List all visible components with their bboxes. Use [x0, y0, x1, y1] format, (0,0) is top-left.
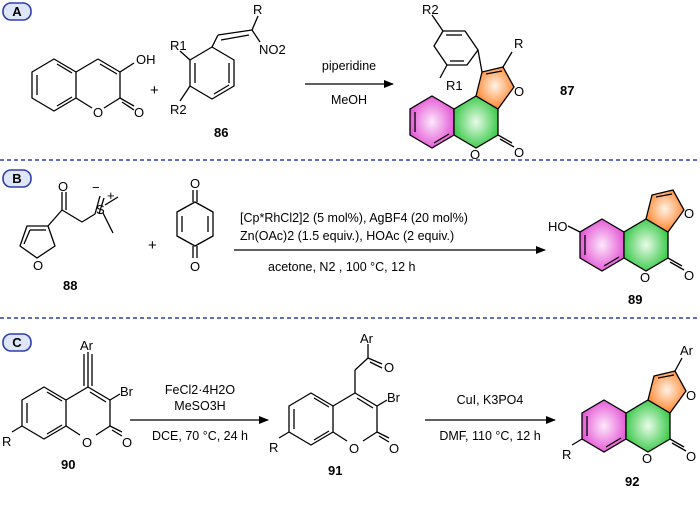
atom-o-ring: O [640, 270, 650, 285]
svg-text:B: B [12, 171, 21, 186]
nitrostyrene-structure: R R1 NO2 R2 86 [170, 2, 286, 140]
atom-o-ring: O [82, 435, 92, 450]
condition-b-2: Zn(OAc)2 (1.5 equiv.), HOAc (2 equiv.) [240, 229, 454, 243]
atom-o-carbonyl: O [122, 435, 132, 450]
svg-text:+: + [107, 188, 115, 203]
panel-badge-b: B [2, 169, 32, 188]
condition-b-3: acetone, N2 , 100 °C, 12 h [268, 260, 416, 274]
group-r: R [514, 36, 523, 51]
atom-o-furan: O [514, 84, 524, 99]
hydroxycoumarin-structure: OH O O [31, 52, 156, 120]
atom-o-bottom: O [190, 259, 200, 274]
svg-text:C: C [12, 335, 22, 350]
group-ar: Ar [680, 343, 694, 358]
section-a: A OH O O + [2, 2, 574, 162]
atom-o-furan: O [684, 206, 694, 221]
condition-a-1: piperidine [322, 59, 376, 73]
atom-o-carbonyl: O [389, 441, 399, 456]
atom-o-ring: O [93, 105, 103, 120]
group-r: R [2, 434, 11, 449]
atom-o-furan: O [33, 258, 43, 273]
group-r: R [562, 447, 571, 462]
plus-sign: + [150, 82, 159, 99]
atom-o-top: O [190, 176, 200, 191]
group-r1: R1 [170, 38, 187, 53]
atom-o-ketone: O [384, 360, 394, 375]
condition-c1-2: MeSO3H [174, 399, 225, 413]
atom-oh: OH [136, 52, 156, 67]
condition-a-2: MeOH [331, 93, 367, 107]
condition-c1-1: FeCl2·4H2O [165, 383, 235, 397]
alkyne-coumarin-90-structure: Ar Br R O O 90 [2, 338, 134, 472]
compound-89: 89 [628, 292, 642, 307]
group-ho: HO [548, 219, 568, 234]
group-no2: NO2 [259, 42, 286, 57]
atom-o-carbonyl: O [514, 145, 524, 160]
atom-br: Br [387, 390, 401, 405]
atom-o-furan: O [686, 388, 696, 403]
svg-text:−: − [92, 180, 100, 195]
panel-badge-c: C [2, 333, 32, 352]
atom-o-ring: O [470, 147, 480, 162]
plus-sign: + [148, 237, 157, 254]
section-b: B O O S + − 88 + [2, 169, 694, 307]
atom-o-ring: O [349, 441, 359, 456]
condition-c2-2: DMF, 110 °C, 12 h [439, 429, 540, 443]
condition-c2-1: CuI, K3PO4 [457, 393, 524, 407]
compound-91: 91 [328, 463, 342, 478]
svg-text:A: A [12, 4, 22, 19]
group-r2: R2 [170, 102, 187, 117]
section-c: C Ar Br R O O 90 [2, 331, 696, 489]
product-89-structure: HO O O O 89 [548, 189, 694, 307]
compound-92: 92 [625, 474, 639, 489]
group-r: R [269, 440, 278, 455]
product-92-structure: Ar O R O O 92 [562, 343, 696, 489]
group-r2: R2 [422, 2, 439, 17]
ketone-91-structure: Ar O Br R O O 91 [269, 331, 401, 478]
condition-c1-3: DCE, 70 °C, 24 h [152, 429, 248, 443]
atom-o-carbonyl: O [684, 268, 694, 283]
atom-s: S [96, 202, 105, 217]
group-r: R [253, 2, 262, 17]
group-ar: Ar [360, 331, 374, 346]
group-r1: R1 [446, 78, 463, 93]
atom-o-carbonyl: O [58, 179, 68, 194]
atom-o-carbonyl: O [686, 449, 696, 464]
product-87-structure: R2 R1 R O O O 87 [409, 2, 574, 162]
condition-b-1: [Cp*RhCl2]2 (5 mol%), AgBF4 (20 mol%) [240, 211, 468, 225]
compound-86: 86 [214, 125, 228, 140]
compound-88: 88 [63, 278, 77, 293]
panel-badge-a: A [2, 2, 32, 21]
atom-o-ring: O [642, 451, 652, 466]
compound-87: 87 [560, 83, 574, 98]
benzoquinone-structure: O O [176, 176, 214, 274]
ylide-88-structure: O O S + − 88 [19, 179, 119, 293]
atom-o-carbonyl: O [134, 105, 144, 120]
compound-90: 90 [61, 457, 75, 472]
atom-br: Br [120, 384, 134, 399]
group-ar: Ar [80, 338, 94, 353]
